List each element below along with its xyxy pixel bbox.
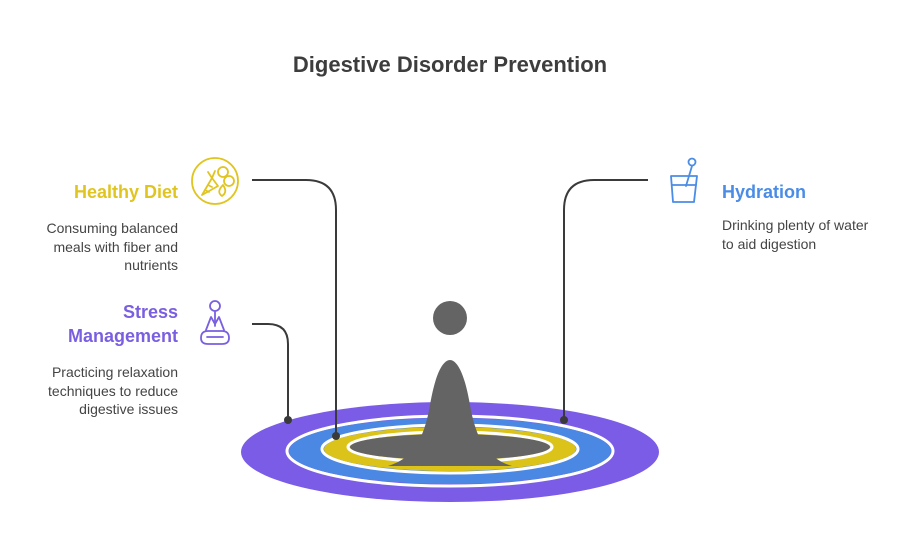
connector-lines [252,179,648,436]
diagram-title: Digestive Disorder Prevention [292,52,608,77]
stress-management-label-line-1: Stress [122,302,178,322]
healthy-diet-desc-line-1: Consuming balanced [46,220,178,236]
stress-management-endpoint [284,416,292,424]
fruit-vegetable-icon [191,157,239,205]
healthy-diet-label: Healthy Diet [73,182,178,202]
hydration-label: Hydration [722,182,807,202]
hydration-desc-line-1: Drinking plenty of water [722,217,869,233]
hydration-description: Drinking plenty of water to aid digestio… [722,216,902,253]
stress-management-desc-line-1: Practicing relaxation [51,364,178,380]
hydration-desc-line-2: to aid digestion [722,235,817,252]
water-droplet [433,301,467,335]
hydration-endpoint [560,416,568,424]
healthy-diet-connector [252,179,337,436]
healthy-diet-desc-line-3: nutrients [124,257,178,273]
connector-endpoints [284,416,568,440]
healthy-diet-description: Consuming balanced meals with fiber and … [20,219,178,275]
stress-management-label: Stress Management [30,300,178,348]
stress-management-connector [252,323,289,420]
meditation-icon [200,300,230,345]
healthy-diet-desc-line-2: meals with fiber and [53,238,178,255]
healthy-diet-endpoint [332,432,340,440]
stress-management-label-line-2: Management [67,326,178,346]
stress-management-description: Practicing relaxation techniques to redu… [20,363,178,419]
water-splash-peak [388,360,512,466]
stress-management-desc-line-3: digestive issues [79,401,178,417]
stress-management-desc-line-2: techniques to reduce [48,382,178,399]
hydration-connector [563,179,648,420]
water-glass-icon [670,157,698,203]
